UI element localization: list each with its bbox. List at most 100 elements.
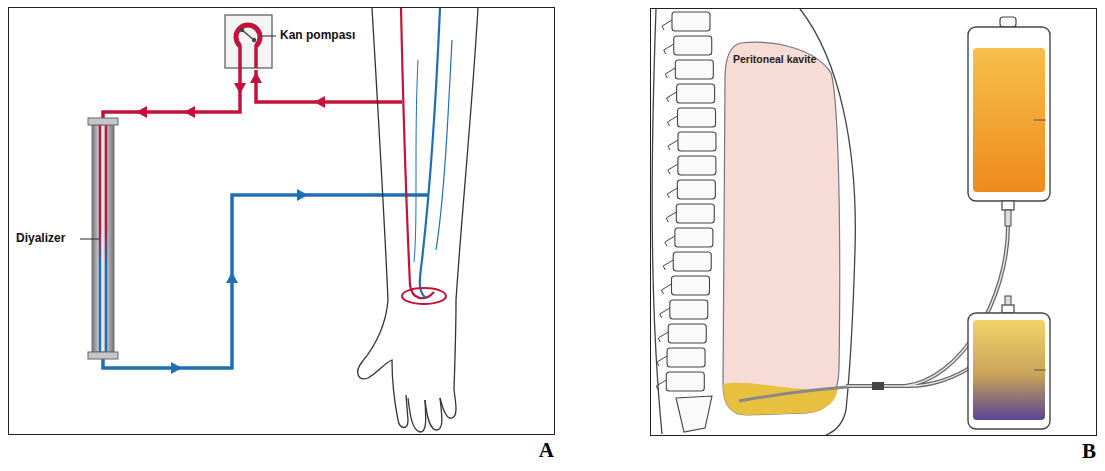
arm-vessels [420,8,440,298]
spinous-process [664,44,674,54]
arterial-flow-arrows [136,72,325,118]
vertebra [675,228,713,247]
arterial-flow-arrows [250,72,262,83]
vertebra [675,60,713,79]
panel-letter: B [1082,439,1096,463]
spinous-process [668,140,678,150]
arterial-tubing [103,68,240,122]
arm-vessels [402,288,446,304]
figure-panel: BPeritoneal kavite [650,8,1097,436]
venous-flow-arrows [171,362,182,374]
sacrum [676,396,712,432]
arm-vessels [401,8,434,298]
cavity-shape [723,42,840,415]
blood-pump [236,25,260,46]
arm-vessels [436,40,452,250]
dialyzer [88,352,118,359]
forearm [372,8,388,300]
panel-letter: A [539,438,554,462]
arterial-flow-arrows [136,106,147,118]
spine [656,12,716,432]
vertebra [677,180,715,199]
vertebra [673,252,711,271]
body-outline [652,9,855,435]
body-outline [652,9,662,434]
blood-pump [242,30,254,40]
blood-pump [240,28,244,32]
arterial-flow-arrows [234,83,246,94]
spinous-process [663,260,673,270]
vertebra [678,108,716,127]
drain-bag [968,313,1050,429]
dialysate-bag [973,48,1045,192]
forearm [440,300,456,418]
arm-vessels [414,60,418,262]
vertebra [676,204,714,223]
vertebra [666,372,704,391]
spinous-process [657,356,667,366]
spinous-process [658,332,668,342]
drain-bag [1034,370,1046,371]
drain-bag [968,296,1050,429]
vertebra [668,324,706,343]
blood-pump [254,45,258,68]
vertebra [667,348,705,367]
forearm [408,398,426,432]
figure-panel: A [8,7,555,435]
forearm [358,300,408,428]
spinous-process [665,236,675,246]
forearm [456,8,478,300]
blood-pump [252,38,256,42]
venous-flow-arrows [297,189,308,201]
pump-leader [262,36,276,37]
spinous-process [668,116,678,126]
arterial-flow-arrows [314,96,325,108]
cavity-outline [719,39,847,417]
venous-flow-arrows [171,189,308,374]
vertebra [670,300,708,319]
arterial-tubing [256,70,402,102]
peritoneal-cavity: Peritoneal kavite [719,39,847,417]
vertebra [678,132,716,151]
spinous-process [662,20,672,30]
catheter-tubing [872,382,884,390]
spinous-process [661,284,671,294]
dialysate-fluid [723,383,838,415]
venous-tubing [103,195,428,368]
drain-bag [1002,305,1014,313]
vertebra [671,276,709,295]
spinous-process [660,308,670,318]
drain-bag [973,320,1045,420]
venous-tubing [103,195,428,368]
spinous-process [665,68,675,78]
arm-vessels [401,8,452,304]
vertebra [672,12,710,31]
spinous-process [668,164,678,174]
vertebra [678,156,716,175]
region-label: Peritoneal kavite [719,39,847,66]
dialyzer-leader [80,239,99,240]
venous-flow-arrows [226,272,238,283]
vertebra [674,36,712,55]
callout-label: Kan pompası [280,28,355,43]
dialysate-bag [968,17,1050,226]
spinous-process [667,92,677,102]
arterial-tubing [103,68,402,122]
spinous-process [667,188,677,198]
blood-pump [238,45,242,68]
forearm [425,398,442,430]
catheter [739,387,847,401]
spinous-process [666,212,676,222]
dialysate-bag [1034,120,1046,121]
dialyzer [99,125,102,352]
blood-pump [225,15,272,68]
dialyzer [88,118,118,125]
dialyzer [105,125,108,352]
dialysate-bag [968,27,1050,201]
vertebra [677,84,715,103]
forearm [358,8,478,432]
dialysate-bag [1005,210,1011,226]
